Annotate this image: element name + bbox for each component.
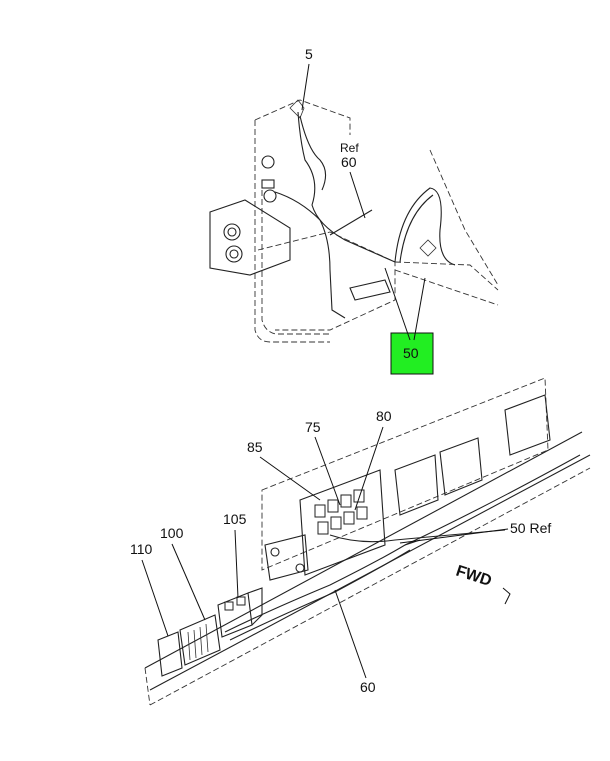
bracket-panel <box>209 199 291 276</box>
leader-50-a <box>384 267 411 341</box>
bottom-assembly-view <box>144 377 591 706</box>
callout-85: 85 <box>247 439 263 455</box>
callout-60-ref-prefix: Ref <box>340 141 359 155</box>
knob-lower-inner <box>229 249 239 259</box>
box-2 <box>439 437 483 496</box>
callout-80: 80 <box>376 408 392 424</box>
relay-5 <box>317 521 329 535</box>
cable-loop-a <box>394 187 456 266</box>
leader-60-ref <box>349 171 366 219</box>
cable-loop-b <box>399 194 434 263</box>
harness-connector <box>289 99 305 119</box>
side-rail <box>394 149 499 306</box>
switch-housing <box>261 179 275 189</box>
leader-85 <box>259 456 321 501</box>
callout-110: 110 <box>130 541 153 557</box>
callout-75: 75 <box>305 419 321 435</box>
callout-60-ref: 60 <box>341 154 357 170</box>
top-assembly-view <box>209 99 499 343</box>
switch-lower <box>263 189 277 203</box>
module-105-switch-b <box>236 596 246 606</box>
callout-100: 100 <box>160 525 184 541</box>
harness-60 <box>224 539 421 633</box>
box-3 <box>504 394 551 456</box>
fwd-arrow-icon <box>502 587 511 605</box>
relay-panel <box>299 469 386 576</box>
bracket-105 <box>247 587 263 626</box>
relay-6 <box>330 516 342 530</box>
callout-60: 60 <box>360 679 376 695</box>
top-callouts: 5 Ref 60 50 <box>301 46 434 375</box>
leader-60 <box>334 589 367 679</box>
relay-8 <box>356 506 368 520</box>
mount-panel-outline <box>261 377 549 571</box>
knob-upper-inner <box>227 227 237 237</box>
harness-60-b <box>229 549 411 641</box>
relay-4 <box>353 489 365 503</box>
relay-1 <box>314 504 326 518</box>
leader-50-b <box>413 277 426 341</box>
knob-upper <box>223 223 241 241</box>
callout-5: 5 <box>305 46 313 62</box>
harness-branch <box>299 115 327 191</box>
leader-110 <box>141 559 169 637</box>
connector-pin-1 <box>270 547 280 557</box>
leader-80 <box>354 426 384 511</box>
callout-105: 105 <box>223 511 247 527</box>
relay-7 <box>343 511 355 525</box>
switch-upper <box>261 155 275 169</box>
box-1 <box>394 454 439 516</box>
harness-ref-60 <box>329 209 373 236</box>
harness-lower <box>274 191 346 319</box>
knob-lower <box>225 245 243 263</box>
module-105 <box>217 592 253 638</box>
relay-3 <box>340 494 352 508</box>
callout-50-highlight <box>390 332 434 375</box>
leader-5 <box>301 63 310 111</box>
bottom-callouts: 80 75 85 105 100 110 50 Ref 60 FWD <box>130 408 551 695</box>
frame-rail-top <box>144 431 583 669</box>
callout-50-ref: 50 Ref <box>510 520 551 536</box>
rail-post <box>419 239 437 257</box>
connector-block-left <box>264 534 309 581</box>
frame-rail-dash <box>144 467 591 706</box>
direction-label-fwd: FWD <box>454 563 494 590</box>
leader-75 <box>314 436 341 506</box>
harness-50-ref <box>329 529 506 543</box>
connector-pin-2 <box>295 563 305 573</box>
module-100 <box>179 614 221 666</box>
cab-frame-outline <box>254 99 351 343</box>
harness-rail <box>404 454 581 546</box>
module-110 <box>157 631 183 677</box>
harness-main <box>297 111 396 263</box>
leader-105 <box>234 529 239 599</box>
leader-100 <box>171 543 206 621</box>
leader-50-ref <box>399 528 509 544</box>
cab-panel-lower <box>257 231 396 331</box>
lower-bracket <box>349 279 391 301</box>
module-100-slots <box>187 623 209 661</box>
module-105-switch-a <box>224 601 234 611</box>
callout-50: 50 <box>403 345 419 361</box>
relay-2 <box>327 499 339 513</box>
